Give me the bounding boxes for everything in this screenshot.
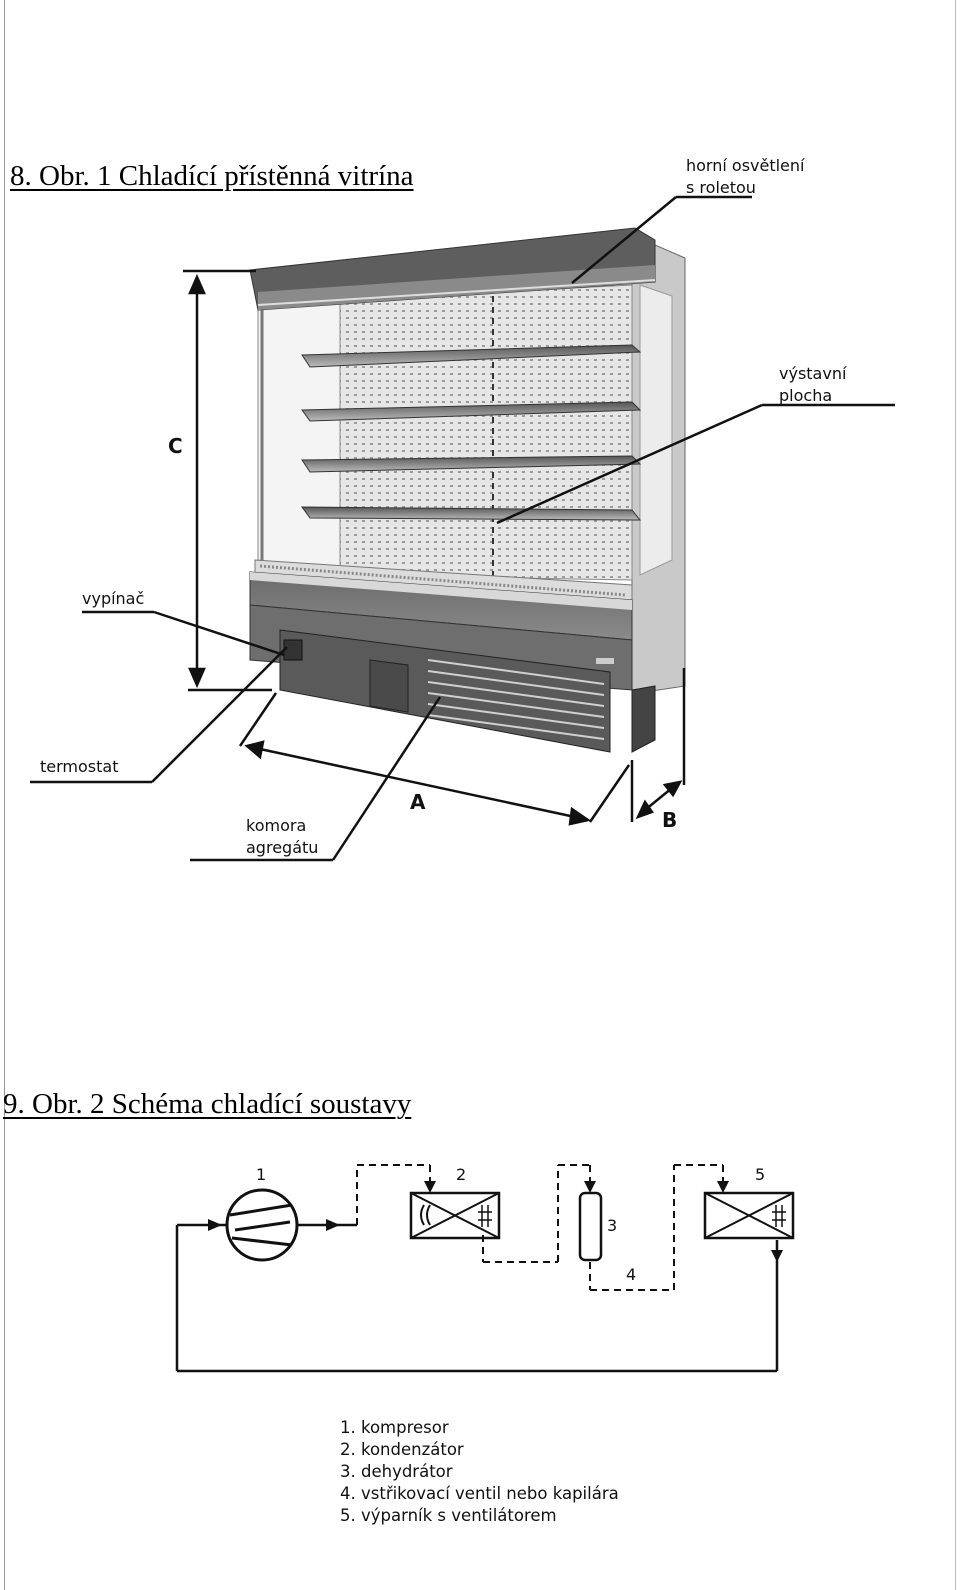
- label-switch: vypínač: [82, 589, 145, 608]
- dimension-b-label: B: [662, 808, 678, 832]
- dimension-a-label: A: [410, 790, 426, 814]
- component-number-2: 2: [456, 1165, 467, 1184]
- component-number-3: 3: [607, 1216, 618, 1235]
- label-top-light: horní osvětlení: [686, 156, 805, 175]
- legend-item: 2. kondenzátor: [340, 1440, 464, 1459]
- figure2-heading: 9. Obr. 2 Schéma chladící soustavy: [3, 1088, 412, 1120]
- label-unit-chamber-2: agregátu: [246, 838, 319, 857]
- refrigeration-schematic: [175, 1164, 795, 1373]
- label-thermostat: termostat: [40, 757, 119, 776]
- legend-item: 4. vstřikovací ventil nebo kapilára: [340, 1484, 619, 1503]
- dimension-c-label: C: [168, 434, 183, 458]
- label-display-area: výstavní: [779, 364, 847, 383]
- legend-item: 1. kompresor: [340, 1418, 449, 1437]
- label-unit-chamber: komora: [246, 816, 307, 835]
- schematic-legend: 1. kompresor 2. kondenzátor 3. dehydráto…: [340, 1417, 619, 1527]
- figure1-heading: 8. Obr. 1 Chladící přístěnná vitrína: [10, 160, 414, 192]
- component-number-1: 1: [256, 1165, 267, 1184]
- component-number-5: 5: [755, 1165, 766, 1184]
- component-number-4: 4: [626, 1265, 637, 1284]
- label-display-area-2: plocha: [779, 386, 833, 405]
- page-border-left: [4, 0, 5, 1590]
- label-top-light-shutter: s roletou: [686, 178, 756, 197]
- page-border-right: [955, 0, 956, 1590]
- legend-item: 5. výparník s ventilátorem: [340, 1506, 557, 1525]
- legend-item: 3. dehydrátor: [340, 1462, 453, 1481]
